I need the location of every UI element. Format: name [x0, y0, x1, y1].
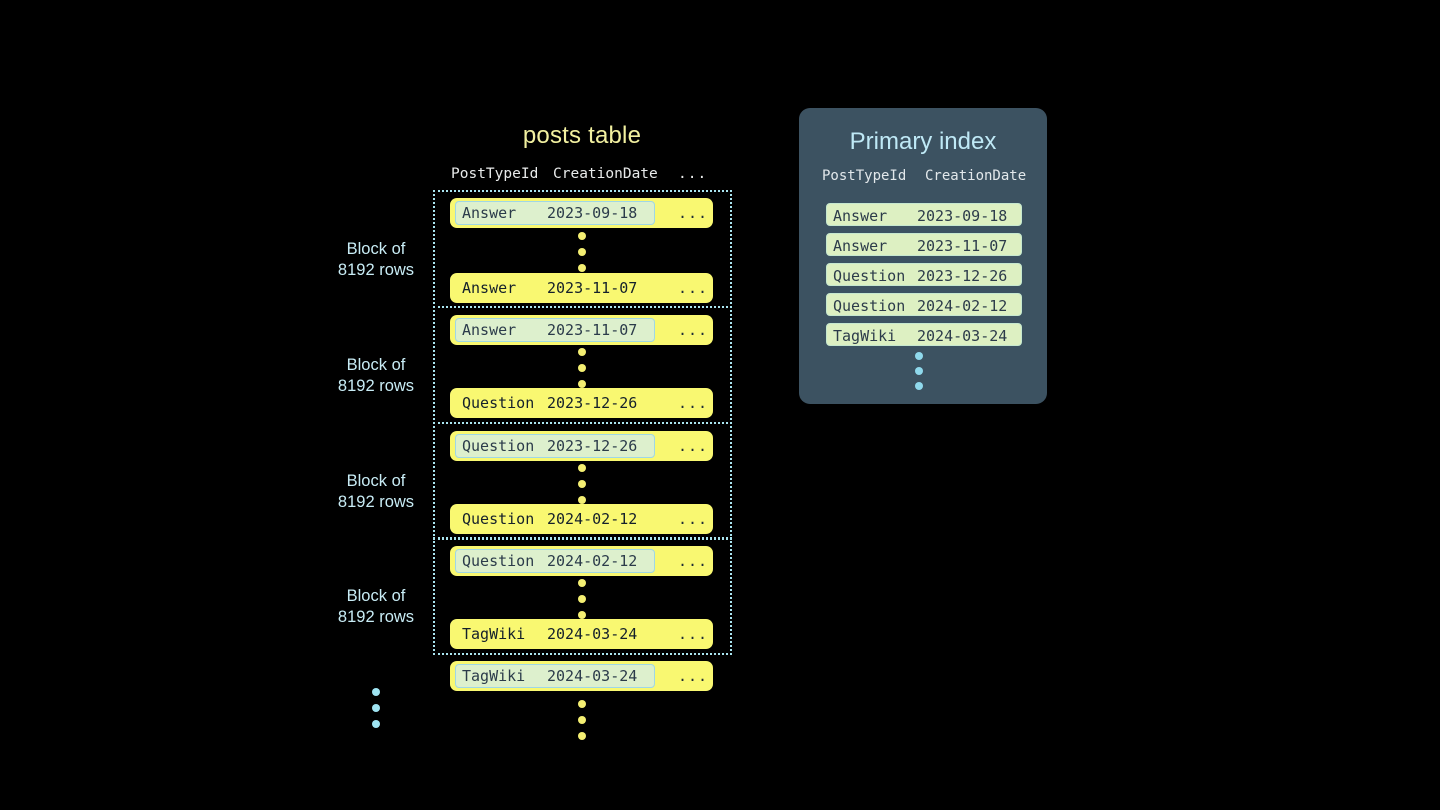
- posts-row-6: Question 2024-02-12 ...: [450, 504, 713, 534]
- row-2-ellipsis: ...: [678, 279, 709, 297]
- row-8-ellipsis: ...: [678, 625, 709, 643]
- posts-table-continuation-dots: [576, 700, 588, 740]
- primary-index-continuation-dots: [913, 352, 925, 390]
- row-8-creationdate: 2024-03-24: [547, 625, 638, 643]
- row-5-index-key-highlight: [455, 434, 655, 458]
- index-row-3-creationdate: 2023-12-26: [917, 267, 1008, 285]
- row-5-creationdate: 2023-12-26: [547, 437, 638, 455]
- posts-row-4: Question 2023-12-26 ...: [450, 388, 713, 418]
- row-1-ellipsis: ...: [678, 204, 709, 222]
- row-1-index-key-highlight: [455, 201, 655, 225]
- index-row-4-creationdate: 2024-02-12: [917, 297, 1008, 315]
- row-1-posttypeid: Answer: [462, 204, 517, 222]
- block-3-label-line1: Block of: [346, 472, 406, 490]
- index-row-2: Answer 2023-11-07: [826, 233, 1022, 256]
- row-6-creationdate: 2024-02-12: [547, 510, 638, 528]
- posts-row-1: Answer 2023-09-18 ...: [450, 198, 713, 228]
- row-7-ellipsis: ...: [678, 552, 709, 570]
- posts-table-title: posts table: [522, 122, 642, 149]
- index-row-2-posttypeid: Answer: [833, 237, 888, 255]
- row-8-posttypeid: TagWiki: [462, 625, 526, 643]
- index-row-1-creationdate: 2023-09-18: [917, 207, 1008, 225]
- row-3-index-key-highlight: [455, 318, 655, 342]
- row-2-creationdate: 2023-11-07: [547, 279, 638, 297]
- row-9-ellipsis: ...: [678, 667, 709, 685]
- posts-row-8: TagWiki 2024-03-24 ...: [450, 619, 713, 649]
- block-4-label-line2: 8192 rows: [337, 608, 415, 626]
- posts-row-gap-dots-3: [576, 464, 588, 504]
- row-5-posttypeid: Question: [462, 437, 535, 455]
- index-row-5-posttypeid: TagWiki: [833, 327, 897, 345]
- row-6-ellipsis: ...: [678, 510, 709, 528]
- index-column-header-posttypeid: PostTypeId: [822, 168, 907, 184]
- posts-row-2: Answer 2023-11-07 ...: [450, 273, 713, 303]
- row-9-posttypeid: TagWiki: [462, 667, 526, 685]
- index-row-1-posttypeid: Answer: [833, 207, 888, 225]
- posts-table-column-headers: PostTypeId CreationDate ...: [433, 166, 731, 186]
- row-7-posttypeid: Question: [462, 552, 535, 570]
- index-row-2-creationdate: 2023-11-07: [917, 237, 1008, 255]
- posts-row-gap-dots-1: [576, 232, 588, 272]
- column-header-creationdate: CreationDate: [553, 166, 658, 182]
- block-1-label-line1: Block of: [346, 240, 406, 258]
- row-6-posttypeid: Question: [462, 510, 535, 528]
- blocks-continuation-dots: [370, 688, 382, 728]
- block-1-label: Block of 8192 rows: [316, 239, 436, 281]
- row-3-creationdate: 2023-11-07: [547, 321, 638, 339]
- row-7-creationdate: 2024-02-12: [547, 552, 638, 570]
- posts-row-gap-dots-2: [576, 348, 588, 388]
- block-2-label-line1: Block of: [346, 356, 406, 374]
- posts-row-gap-dots-4: [576, 579, 588, 619]
- block-4: [433, 537, 732, 655]
- column-header-posttypeid: PostTypeId: [451, 166, 539, 182]
- posts-row-5: Question 2023-12-26 ...: [450, 431, 713, 461]
- row-9-creationdate: 2024-03-24: [547, 667, 638, 685]
- index-column-header-creationdate: CreationDate: [925, 168, 1027, 184]
- row-4-ellipsis: ...: [678, 394, 709, 412]
- index-row-4-posttypeid: Question: [833, 297, 906, 315]
- primary-index-column-headers: PostTypeId CreationDate: [799, 168, 1047, 188]
- index-row-4: Question 2024-02-12: [826, 293, 1022, 316]
- index-row-3: Question 2023-12-26: [826, 263, 1022, 286]
- posts-row-9: TagWiki 2024-03-24 ...: [450, 661, 713, 691]
- row-9-index-key-highlight: [455, 664, 655, 688]
- row-3-ellipsis: ...: [678, 321, 709, 339]
- index-row-3-posttypeid: Question: [833, 267, 906, 285]
- row-1-creationdate: 2023-09-18: [547, 204, 638, 222]
- column-header-ellipsis: ...: [678, 166, 708, 182]
- index-row-5: TagWiki 2024-03-24: [826, 323, 1022, 346]
- primary-index-title: Primary index: [849, 128, 997, 155]
- posts-row-3: Answer 2023-11-07 ...: [450, 315, 713, 345]
- block-3-label: Block of 8192 rows: [316, 471, 436, 513]
- row-3-posttypeid: Answer: [462, 321, 517, 339]
- row-7-index-key-highlight: [455, 549, 655, 573]
- posts-row-7: Question 2024-02-12 ...: [450, 546, 713, 576]
- row-4-creationdate: 2023-12-26: [547, 394, 638, 412]
- block-1-label-line2: 8192 rows: [337, 261, 415, 279]
- block-3-label-line2: 8192 rows: [337, 493, 415, 511]
- index-row-1: Answer 2023-09-18: [826, 203, 1022, 226]
- block-4-label-line1: Block of: [346, 587, 406, 605]
- block-3: [433, 422, 732, 540]
- block-2-label-line2: 8192 rows: [337, 377, 415, 395]
- row-4-posttypeid: Question: [462, 394, 535, 412]
- row-5-ellipsis: ...: [678, 437, 709, 455]
- primary-index-panel: Primary index PostTypeId CreationDate An…: [799, 108, 1047, 404]
- block-2-label: Block of 8192 rows: [316, 355, 436, 397]
- index-row-5-creationdate: 2024-03-24: [917, 327, 1008, 345]
- block-4-label: Block of 8192 rows: [316, 586, 436, 628]
- row-2-posttypeid: Answer: [462, 279, 517, 297]
